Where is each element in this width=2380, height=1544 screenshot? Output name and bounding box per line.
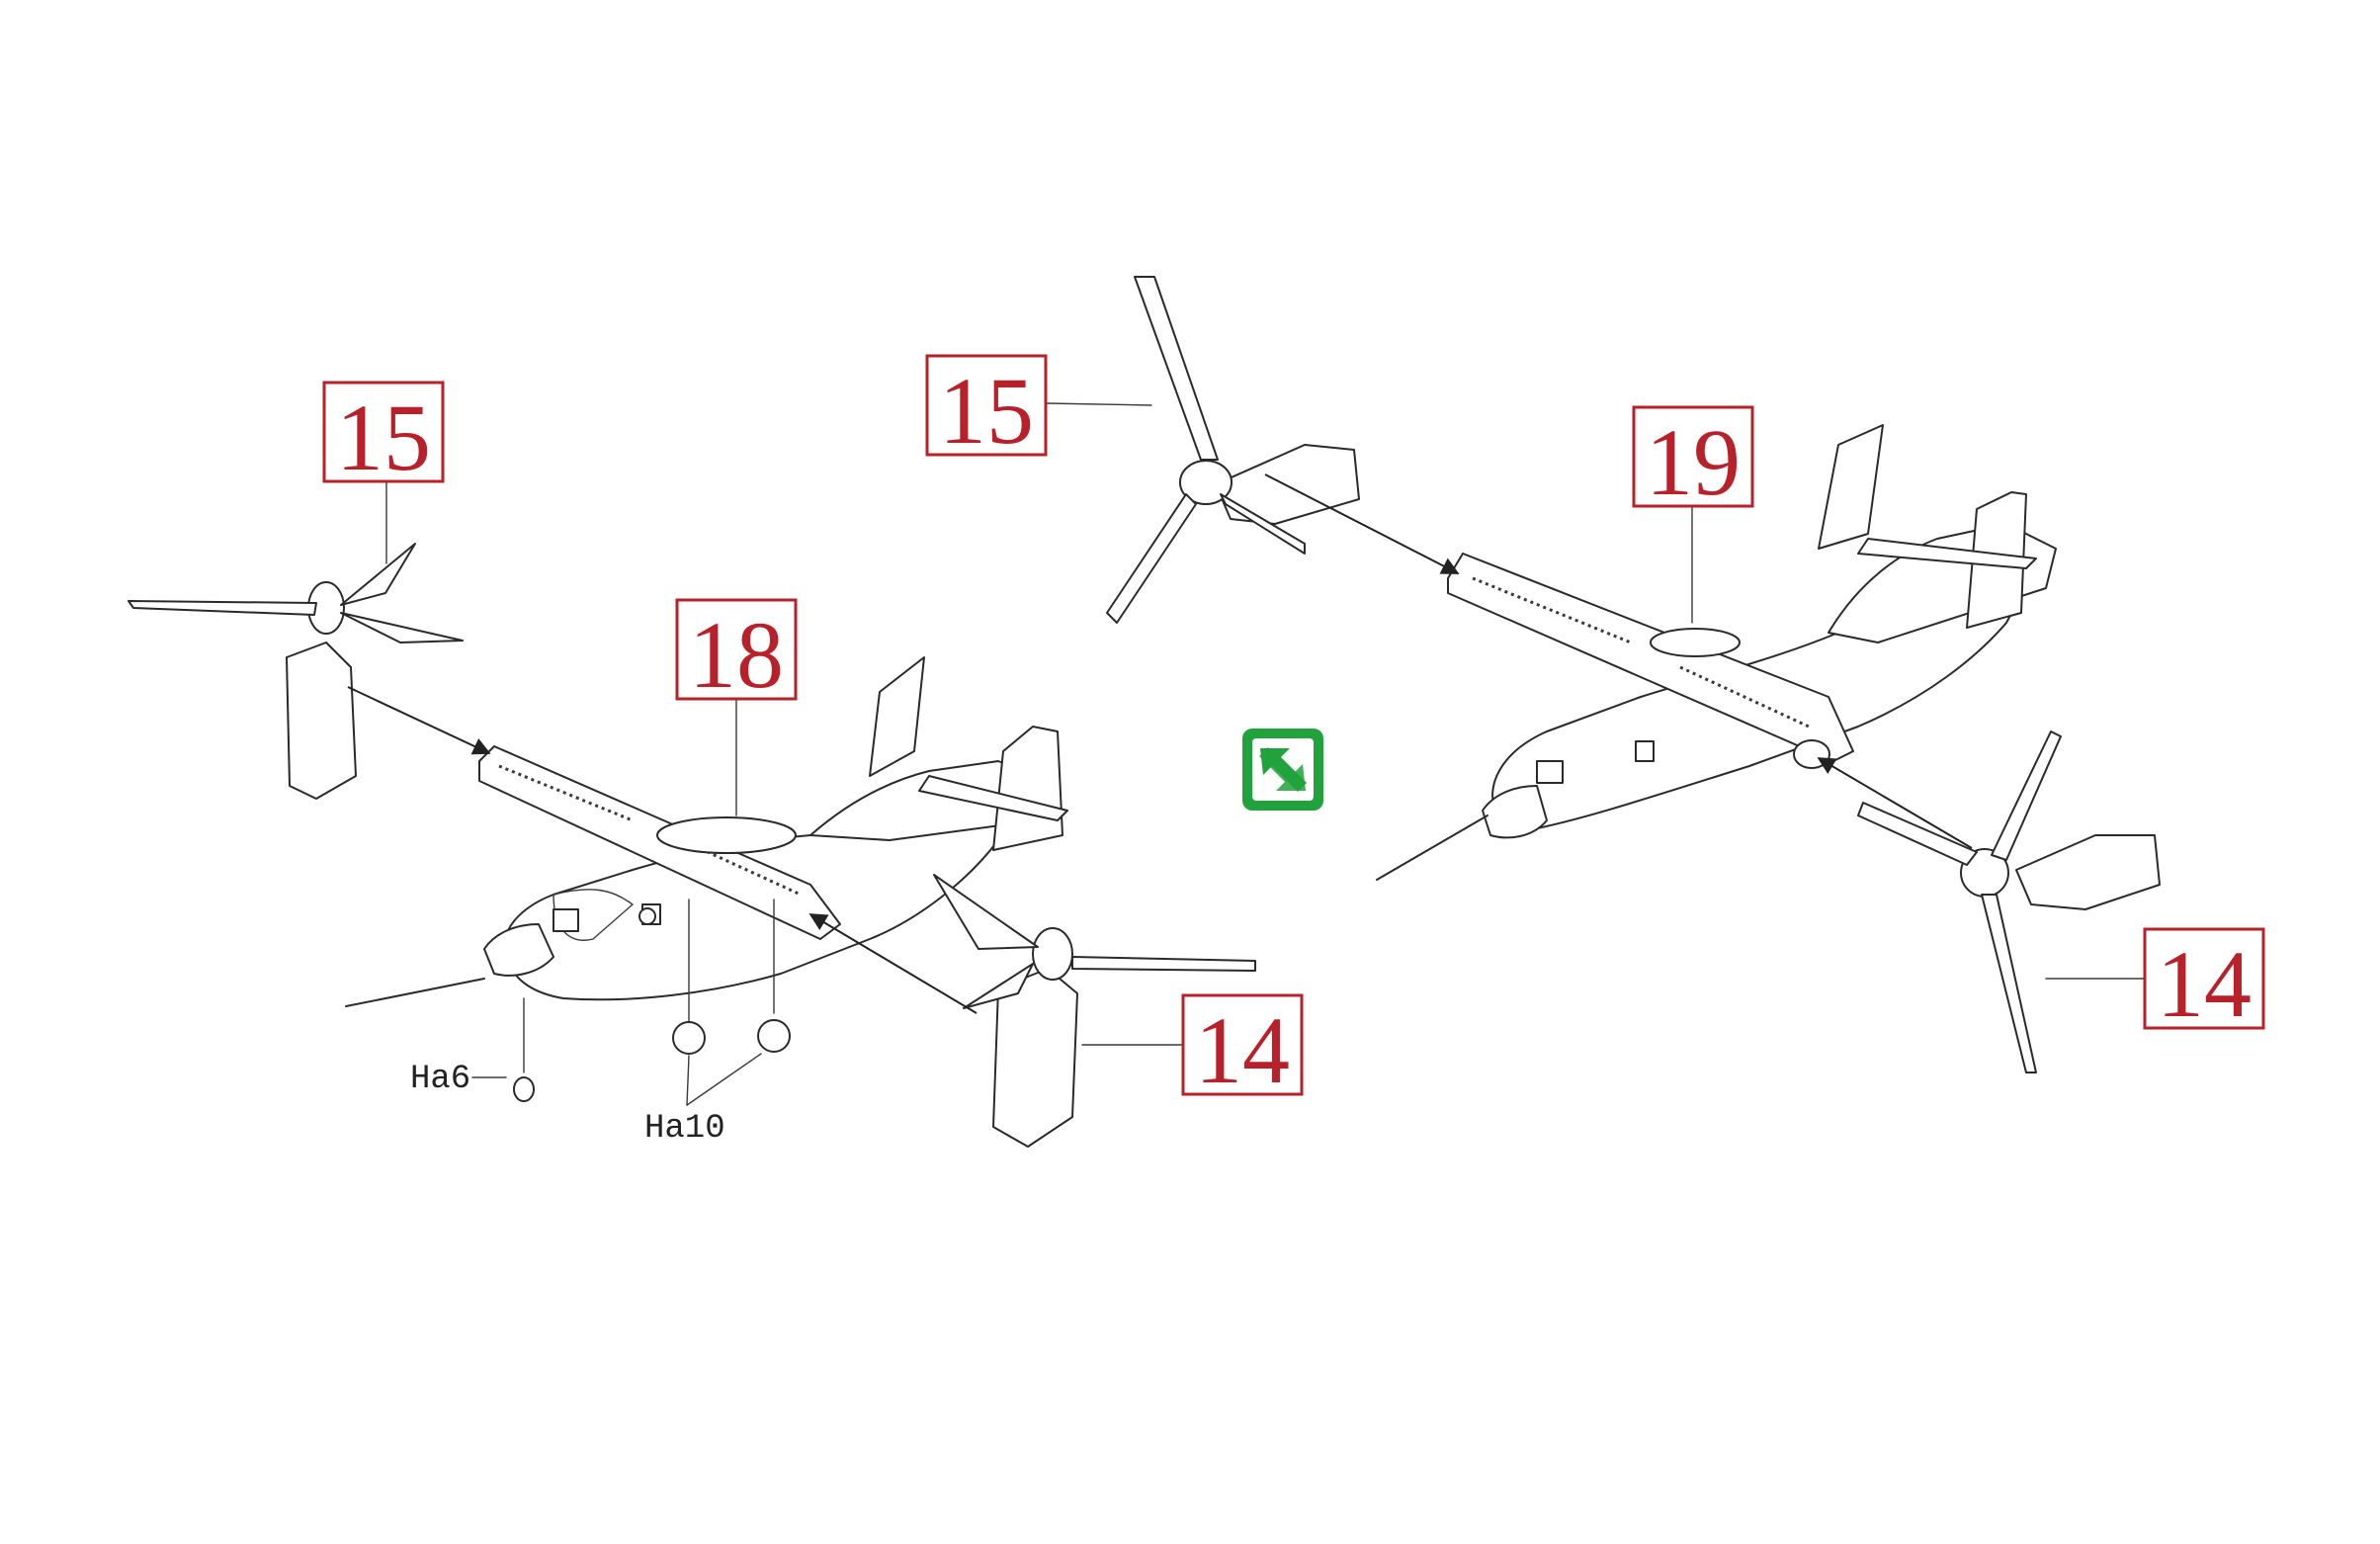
wing-right [1447, 553, 1854, 762]
refuel-probe-right [1376, 815, 1488, 881]
rotor-15-right [1106, 276, 1360, 624]
callout-15-left-text: 15 [336, 385, 431, 490]
nose-wheel [513, 1076, 535, 1102]
h-stab-left [918, 775, 1068, 821]
cockpit-nose-right [1482, 785, 1548, 839]
blade-14-left-b [933, 874, 1039, 950]
label-ha10: Ha10 [644, 1110, 725, 1148]
blade-15-left-b [340, 543, 416, 606]
blade-15-left-c [340, 612, 464, 643]
wing-tip-pod-right [1793, 739, 1830, 769]
label-ha6: Ha6 [410, 1061, 470, 1098]
callout-15-left: 15 [322, 381, 445, 564]
wing-hub-left [656, 816, 797, 854]
blade-15-right-c [1220, 493, 1306, 555]
blade-14-right-a [1857, 802, 1978, 866]
callout-19: 19 [1632, 405, 1754, 624]
fin-right-a [1818, 424, 1884, 550]
main-wheel-a [672, 1021, 706, 1055]
spinner-14-left [1032, 927, 1073, 981]
nacelle-15-left [286, 642, 357, 800]
window-right-b [1635, 740, 1655, 762]
callout-15-right: 15 [925, 354, 1152, 464]
h-stab-right [1857, 538, 2037, 569]
blade-14-left-a [1071, 956, 1256, 972]
callout-14-left: 14 [1081, 993, 1304, 1103]
nacelle-14-right [2015, 834, 2161, 910]
fin-left-b [992, 726, 1063, 851]
wing-hub-right [1650, 628, 1741, 657]
refuel-probe-left [345, 978, 485, 1007]
blade-15-right-b [1106, 493, 1197, 624]
arrow-14-left [808, 913, 978, 1014]
main-wheel-b [757, 1019, 791, 1053]
blade-14-right-b [1991, 730, 2062, 861]
callout-14-left-text: 14 [1195, 997, 1290, 1103]
window-left-a [552, 908, 579, 932]
arrow-15-right [1264, 473, 1460, 574]
callout-18-text: 18 [689, 602, 784, 708]
arrow-14-right [1817, 757, 1973, 849]
porthole-left [638, 907, 656, 925]
fin-left-a [869, 656, 925, 777]
blade-14-left-c [963, 963, 1034, 1009]
callout-14-right-text: 14 [2157, 931, 2252, 1037]
rotor-14-left [933, 874, 1256, 1148]
aircraft-left: 15 18 14 Ha6 Ha10 [128, 381, 1304, 1148]
wing-left [478, 745, 841, 940]
callout-19-text: 19 [1646, 409, 1741, 515]
callout-18: 18 [675, 598, 798, 816]
blade-14-right-c [1981, 894, 2037, 1073]
callout-15-right-text: 15 [939, 358, 1034, 464]
arrow-15-left [347, 686, 491, 755]
callout-14-right: 14 [2045, 927, 2265, 1037]
cockpit-nose-left [483, 923, 554, 977]
rotor-14-right [1857, 730, 2161, 1073]
flip-arrows-icon [1242, 729, 1323, 811]
blade-15-right-a [1134, 276, 1219, 461]
window-right-a [1536, 760, 1564, 784]
rotor-15-left [128, 543, 464, 800]
blade-15-left-a [128, 600, 317, 616]
aircraft-right: 15 19 14 [925, 276, 2265, 1073]
